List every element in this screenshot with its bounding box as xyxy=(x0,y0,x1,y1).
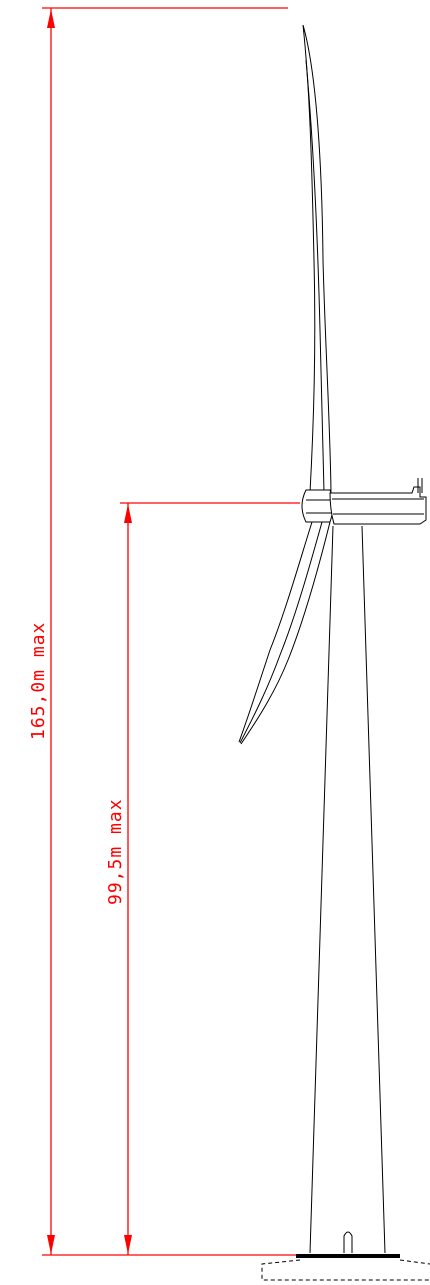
total-height-top-arrow-icon xyxy=(47,9,55,28)
nacelle-body xyxy=(329,486,427,525)
hub-height-top-arrow-icon xyxy=(124,504,132,523)
total-height-dimension: 165,0m max xyxy=(28,7,288,1255)
nacelle xyxy=(329,478,427,525)
hub-detail xyxy=(306,499,332,514)
foundation-outline-icon xyxy=(261,1259,430,1281)
hub-height-label: 99,5m max xyxy=(105,798,126,905)
lower-blade xyxy=(238,521,331,745)
lower-blade-inner-edge xyxy=(239,521,323,744)
hub-height-dimension: 99,5m max xyxy=(105,502,300,1255)
upper-blade-inner-edge xyxy=(305,59,325,493)
hub xyxy=(301,489,334,523)
upper-blade-outline xyxy=(302,24,332,493)
total-height-bottom-arrow-icon xyxy=(47,1235,55,1254)
lower-blade-outline xyxy=(238,521,331,745)
tower-outline xyxy=(309,525,386,1254)
upper-blade xyxy=(302,24,332,493)
tower-door-icon xyxy=(343,1231,353,1253)
nacelle-cooler-icon xyxy=(417,478,423,493)
wind-turbine xyxy=(238,24,430,1281)
hub-height-bottom-arrow-icon xyxy=(124,1235,132,1254)
foundation xyxy=(261,1254,430,1281)
tower xyxy=(309,525,386,1254)
foundation-slab-icon xyxy=(296,1254,400,1258)
hub-body xyxy=(301,489,334,523)
nacelle-panel-lines xyxy=(332,498,424,515)
total-height-label: 165,0m max xyxy=(28,622,49,740)
